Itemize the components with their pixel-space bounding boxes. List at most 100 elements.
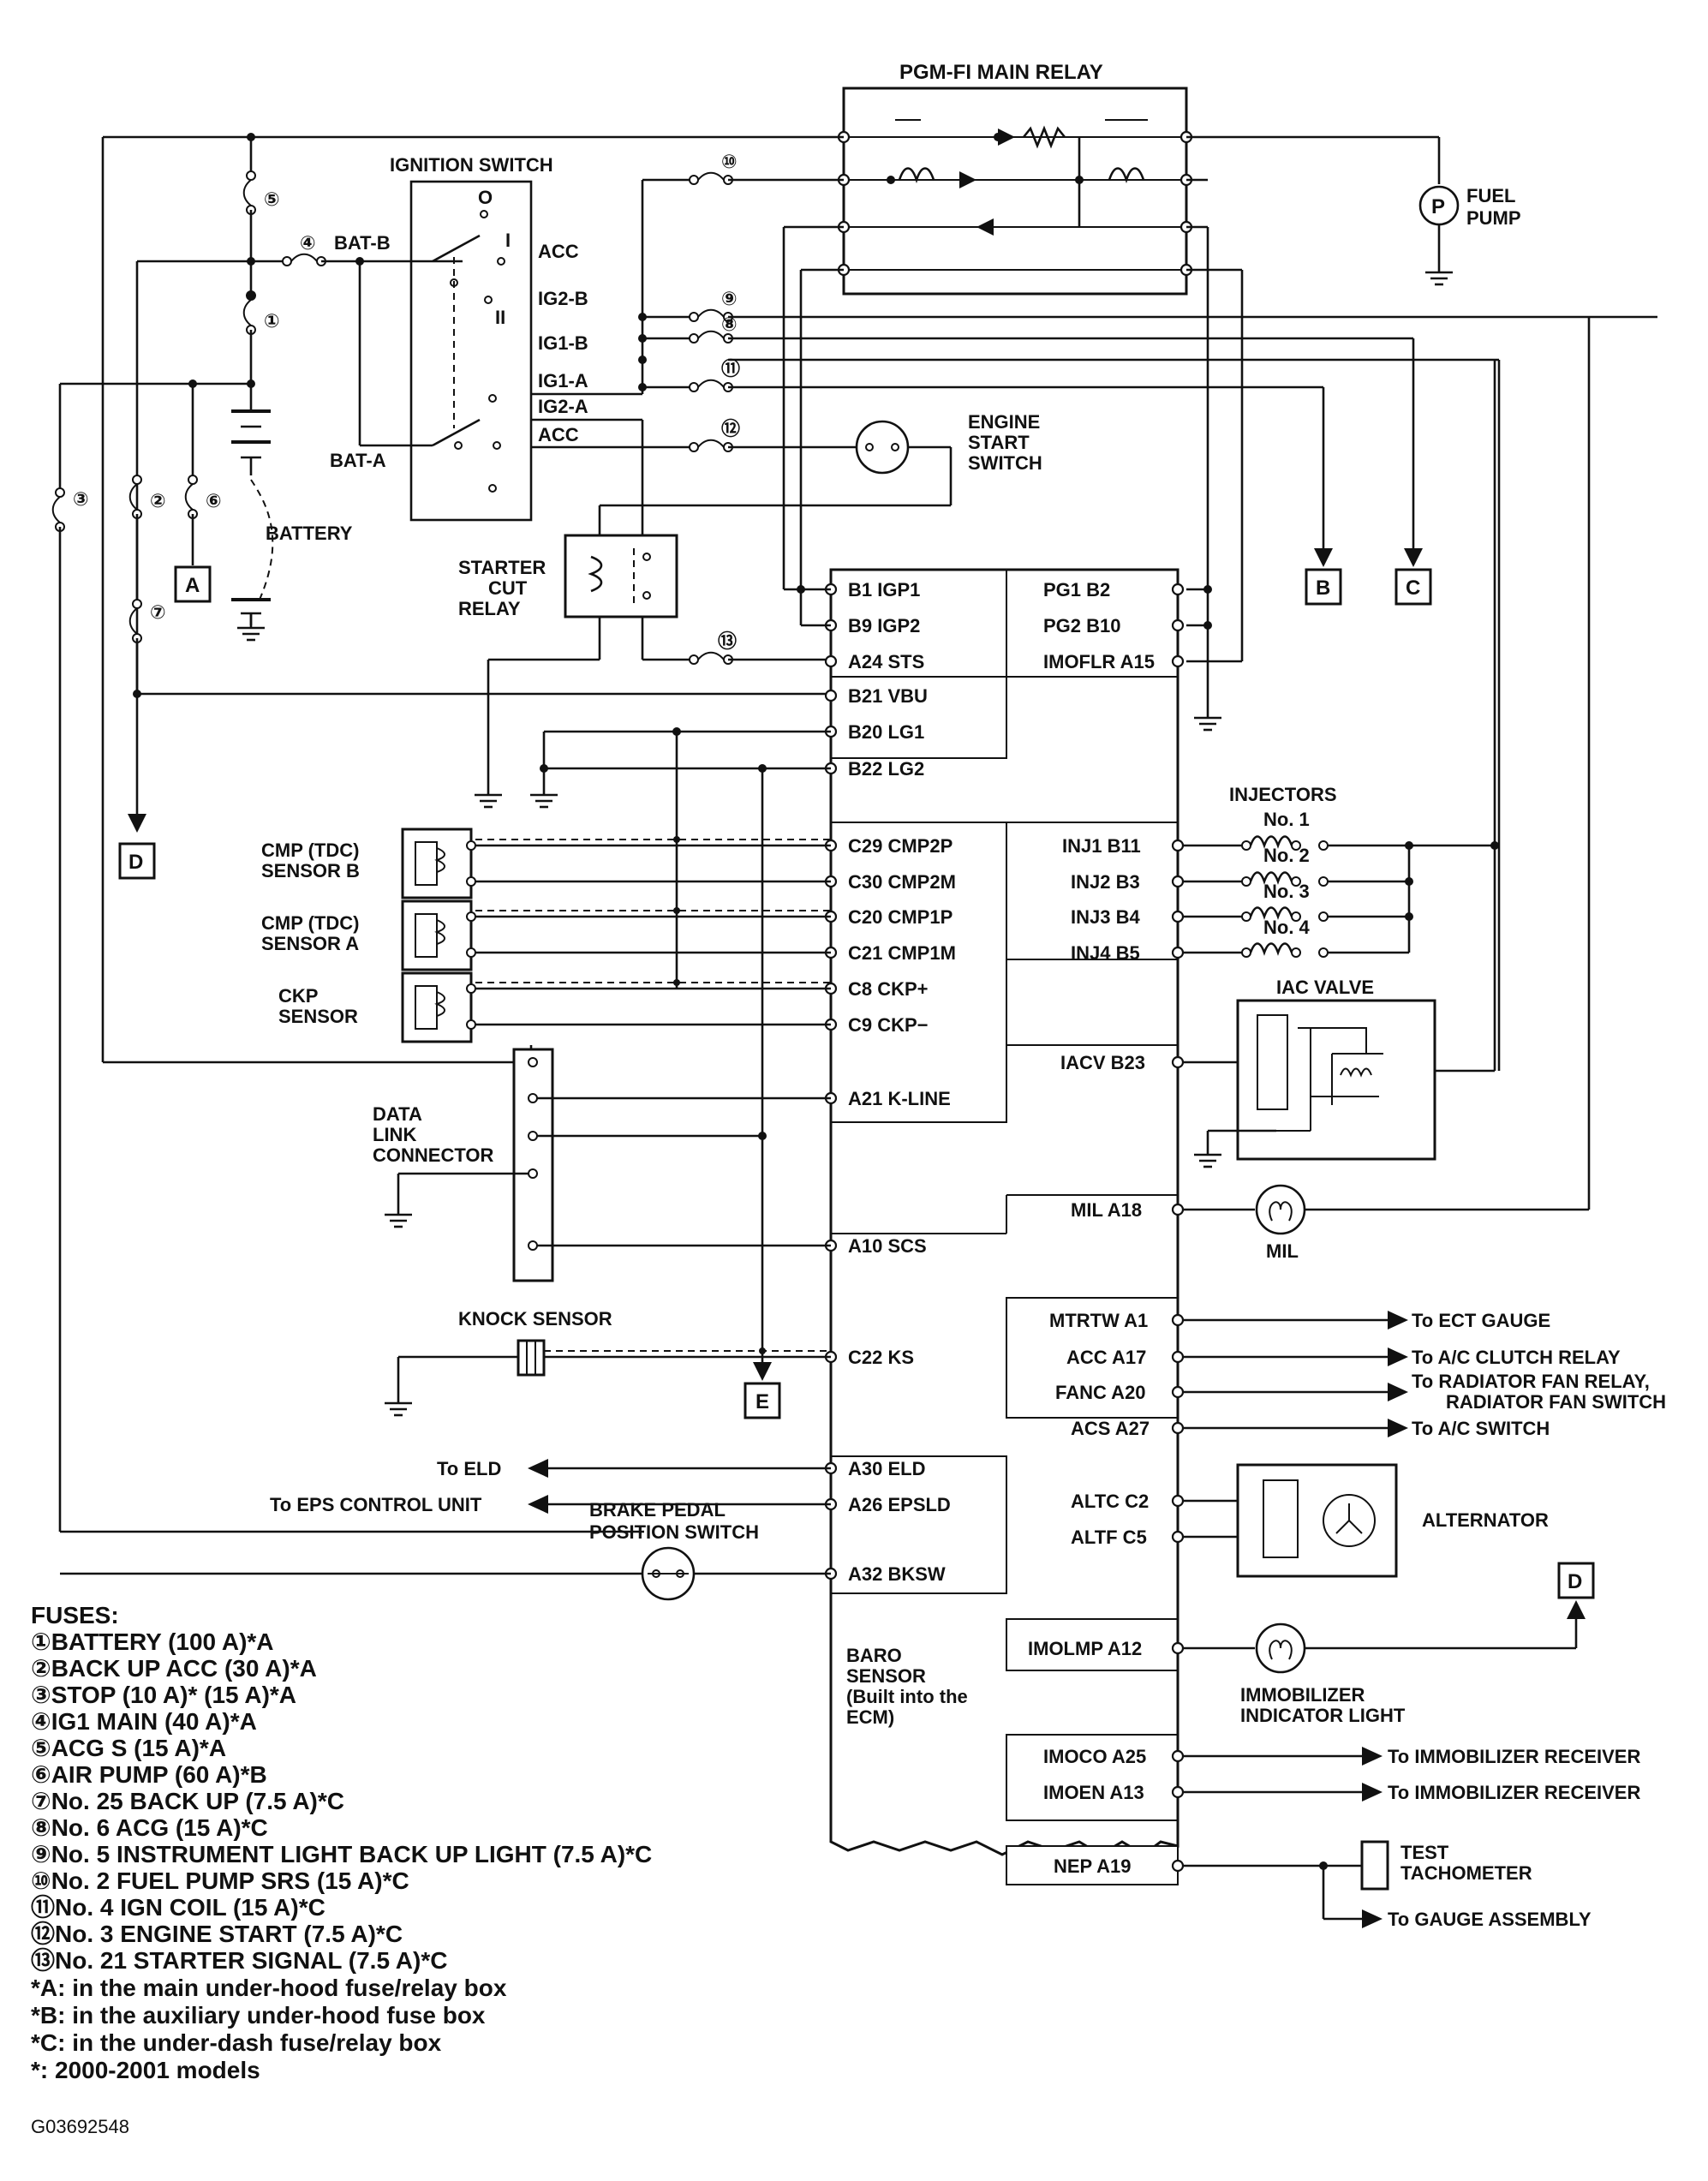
pin-c22: C22 KS bbox=[848, 1347, 914, 1368]
cmp-b-1: CMP (TDC) bbox=[261, 840, 359, 861]
bat-a-label: BAT-A bbox=[330, 450, 386, 471]
pin-iacv: IACV B23 bbox=[1060, 1052, 1145, 1073]
to-fan-1: To RADIATOR FAN RELAY, bbox=[1412, 1371, 1650, 1392]
fuse-6-marker: ⑥ bbox=[206, 490, 222, 511]
ckp-2: SENSOR bbox=[278, 1006, 358, 1027]
pin-a32: A32 BKSW bbox=[848, 1563, 946, 1585]
connector-c: C bbox=[1406, 577, 1420, 600]
to-ac-switch: To A/C SWITCH bbox=[1412, 1418, 1550, 1439]
fuse-item-8: ⑧No. 6 ACG (15 A)*C bbox=[31, 1814, 268, 1841]
starter-cut-relay: STARTER CUT RELAY ⑬ bbox=[458, 420, 831, 809]
knock-sensor: KNOCK SENSOR bbox=[383, 1308, 831, 1417]
pin-c20: C20 CMP1P bbox=[848, 906, 953, 928]
fuse-7-marker: ⑦ bbox=[150, 601, 166, 623]
connector-a: A bbox=[185, 574, 200, 597]
pin-c8: C8 CKP+ bbox=[848, 978, 929, 1000]
injectors-title: INJECTORS bbox=[1229, 784, 1337, 805]
fuse-item-9: ⑨No. 5 INSTRUMENT LIGHT BACK UP LIGHT (7… bbox=[31, 1841, 652, 1867]
pin-mil: MIL A18 bbox=[1071, 1199, 1142, 1221]
pin-b21: B21 VBU bbox=[848, 685, 928, 707]
to-ect: To ECT GAUGE bbox=[1412, 1310, 1550, 1331]
pin-c9: C9 CKP− bbox=[848, 1014, 929, 1036]
ignition-switch: IGNITION SWITCH O I II ACC IG2-B IG1-B I… bbox=[330, 154, 694, 522]
fuel-pump-label-2: PUMP bbox=[1466, 207, 1521, 229]
pin-a30: A30 ELD bbox=[848, 1458, 925, 1479]
fuel-pump-symbol: P bbox=[1431, 195, 1445, 218]
fuse-legend: FUSES: ①BATTERY (100 A)*A ②BACK UP ACC (… bbox=[31, 1602, 652, 2137]
mil-label: MIL bbox=[1266, 1240, 1299, 1262]
pin-nep: NEP A19 bbox=[1054, 1855, 1132, 1877]
pin-imoflr: IMOFLR A15 bbox=[1043, 651, 1155, 672]
alternator: ALTERNATOR bbox=[1183, 1463, 1549, 1578]
pin-b22: B22 LG2 bbox=[848, 758, 924, 780]
to-eps: To EPS CONTROL UNIT bbox=[270, 1494, 482, 1515]
fuse-1-marker: ① bbox=[264, 310, 280, 332]
fuse-note-a: *A: in the main under-hood fuse/relay bo… bbox=[31, 1975, 507, 2001]
fuse-5-marker: ⑤ bbox=[264, 188, 280, 210]
pin-a10: A10 SCS bbox=[848, 1235, 927, 1257]
to-eld: To ELD bbox=[437, 1458, 501, 1479]
injector-4: No. 4 bbox=[1263, 917, 1311, 938]
fuse-item-1: ①BATTERY (100 A)*A bbox=[31, 1628, 274, 1655]
cmp-sensor-b: CMP (TDC) SENSOR B bbox=[261, 828, 831, 899]
starter-cut-2: CUT bbox=[488, 577, 528, 599]
fuel-pump-label-1: FUEL bbox=[1466, 185, 1515, 206]
pgm-fi-main-relay: PGM-FI MAIN RELAY bbox=[837, 61, 1193, 296]
engine-start-2: START bbox=[968, 432, 1030, 453]
alternator-label: ALTERNATOR bbox=[1422, 1509, 1549, 1531]
fuse-12-marker: ⑫ bbox=[721, 418, 740, 439]
pin-imoco: IMOCO A25 bbox=[1043, 1746, 1146, 1767]
fuse-9-marker: ⑨ bbox=[721, 288, 738, 309]
pin-imoen: IMOEN A13 bbox=[1043, 1782, 1144, 1803]
battery-label: BATTERY bbox=[266, 523, 353, 544]
starter-cut-3: RELAY bbox=[458, 598, 521, 619]
injector-1: No. 1 bbox=[1263, 809, 1310, 830]
relay-title: PGM-FI MAIN RELAY bbox=[899, 61, 1103, 84]
tach-2: TACHOMETER bbox=[1400, 1862, 1532, 1884]
engine-start-3: SWITCH bbox=[968, 452, 1042, 474]
immobilizer-outputs: To IMMOBILIZER RECEIVER To IMMOBILIZER R… bbox=[1183, 1746, 1640, 1930]
baro-4: ECM) bbox=[846, 1706, 894, 1728]
pin-b9: B9 IGP2 bbox=[848, 615, 920, 636]
fuse-item-6: ⑥AIR PUMP (60 A)*B bbox=[31, 1761, 267, 1788]
dlc-3: CONNECTOR bbox=[373, 1144, 493, 1166]
dlc-1: DATA bbox=[373, 1103, 422, 1125]
connector-b: B bbox=[1316, 577, 1330, 600]
power-distribution: ⑤ ④ BAT-B ① ③ ⑥ A ② ⑦ bbox=[51, 133, 844, 1533]
injector-3: No. 3 bbox=[1263, 881, 1310, 902]
ckp-1: CKP bbox=[278, 985, 318, 1007]
to-ac-clutch: To A/C CLUTCH RELAY bbox=[1412, 1347, 1621, 1368]
ign-ig2b: IG2-B bbox=[538, 288, 588, 309]
fuse-10-marker: ⑩ bbox=[721, 151, 738, 172]
imm-light-1: IMMOBILIZER bbox=[1240, 1684, 1365, 1706]
injector-2: No. 2 bbox=[1263, 845, 1310, 866]
to-imm-rx-2: To IMMOBILIZER RECEIVER bbox=[1388, 1782, 1640, 1803]
data-link-connector: DATA LINK CONNECTOR bbox=[373, 1048, 831, 1282]
figure-code: G03692548 bbox=[31, 2116, 129, 2137]
dlc-2: LINK bbox=[373, 1124, 416, 1145]
pin-imolmp: IMOLMP A12 bbox=[1028, 1638, 1142, 1659]
fuse-item-4: ④IG1 MAIN (40 A)*A bbox=[31, 1708, 257, 1735]
engine-start-1: ENGINE bbox=[968, 411, 1040, 433]
pin-altf: ALTF C5 bbox=[1071, 1527, 1147, 1548]
pin-b1: B1 IGP1 bbox=[848, 579, 920, 601]
baro-3: (Built into the bbox=[846, 1686, 968, 1707]
ignition-switch-title: IGNITION SWITCH bbox=[390, 154, 553, 176]
battery: BATTERY bbox=[231, 409, 353, 642]
pin-inj2: INJ2 B3 bbox=[1071, 871, 1140, 893]
pin-a26: A26 EPSLD bbox=[848, 1494, 951, 1515]
pin-mtrtw: MTRTW A1 bbox=[1049, 1310, 1148, 1331]
fuse-item-3: ③STOP (10 A)* (15 A)*A bbox=[31, 1682, 296, 1708]
fuse-8-marker: ⑧ bbox=[721, 314, 738, 335]
pin-inj4: INJ4 B5 bbox=[1071, 942, 1140, 964]
ecm: B1 IGP1 B9 IGP2 A24 STS B21 VBU B20 LG1 … bbox=[824, 568, 1185, 1885]
fuse-item-10: ⑩No. 2 FUEL PUMP SRS (15 A)*C bbox=[31, 1867, 409, 1894]
pin-inj1: INJ1 B11 bbox=[1062, 835, 1141, 857]
ign-ig1b: IG1-B bbox=[538, 332, 588, 354]
ground-lines: E bbox=[529, 727, 831, 1419]
brake-2: POSITION SWITCH bbox=[589, 1521, 759, 1543]
cmp-a-2: SENSOR A bbox=[261, 933, 359, 954]
cmp-sensor-a: CMP (TDC) SENSOR A bbox=[261, 899, 831, 971]
cmp-a-1: CMP (TDC) bbox=[261, 912, 359, 934]
pin-acc: ACC A17 bbox=[1066, 1347, 1146, 1368]
